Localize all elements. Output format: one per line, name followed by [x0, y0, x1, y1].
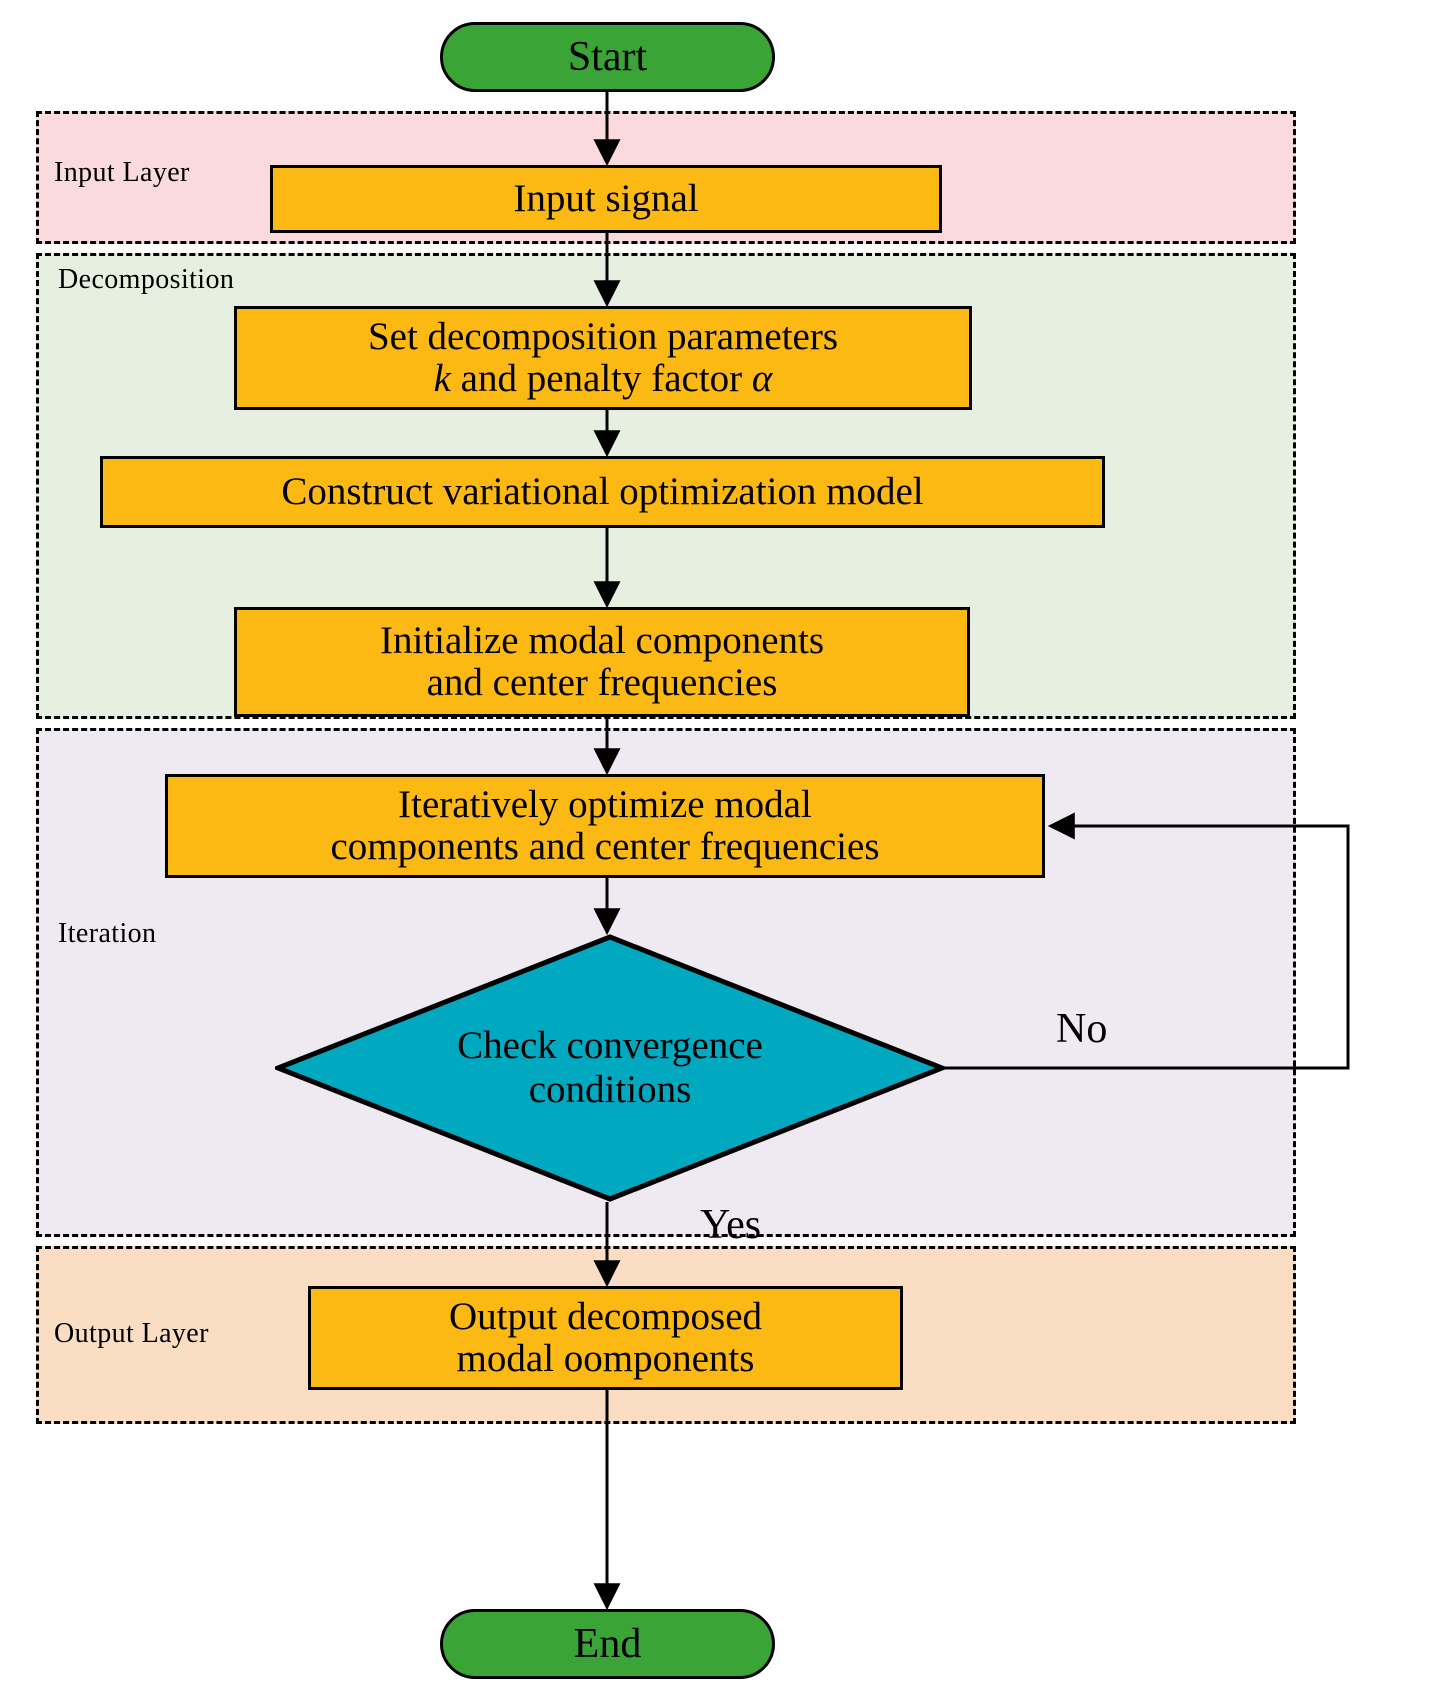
node-set-params-line2: k and penalty factor α	[368, 357, 838, 400]
node-iteratively-optimize[interactable]: Iteratively optimize modal components an…	[165, 774, 1045, 878]
band-label-output-layer: Output Layer	[54, 1318, 209, 1349]
node-check-convergence-conditions[interactable]: Check convergence conditions	[275, 934, 945, 1202]
branch-label-yes: Yes	[700, 1202, 762, 1248]
node-initialize-line2: and center frequencies	[426, 661, 778, 704]
node-set-params-line2-mid: and penalty factor	[450, 357, 752, 400]
node-input-signal[interactable]: Input signal	[270, 165, 942, 233]
param-alpha: α	[751, 357, 773, 400]
band-label-iteration: Iteration	[58, 918, 157, 949]
node-construct-variational-optimization-model[interactable]: Construct variational optimization model	[100, 456, 1105, 528]
node-initialize-modal-components[interactable]: Initialize modal components and center f…	[234, 607, 970, 717]
node-set-params-line1: Set decomposition parameters	[367, 314, 839, 358]
param-k: k	[433, 357, 451, 400]
node-output-decomposed-modal-components[interactable]: Output decomposed modal oomponents	[308, 1286, 903, 1390]
band-label-decomposition: Decomposition	[58, 264, 235, 295]
node-initialize-line1: Initialize modal components	[379, 618, 825, 662]
node-output-line1: Output decomposed	[448, 1294, 763, 1338]
band-label-input-layer: Input Layer	[54, 157, 190, 188]
node-output-line2: modal oomponents	[456, 1337, 755, 1380]
decision-diamond-shape	[275, 934, 945, 1202]
node-set-decomposition-parameters[interactable]: Set decomposition parameters k and penal…	[234, 306, 972, 410]
node-end[interactable]: End	[440, 1609, 775, 1679]
node-iterate-line1: Iteratively optimize modal	[398, 782, 812, 826]
branch-label-no: No	[1056, 1006, 1108, 1052]
node-iterate-line2: components and center frequencies	[330, 825, 880, 868]
node-start[interactable]: Start	[440, 22, 775, 92]
